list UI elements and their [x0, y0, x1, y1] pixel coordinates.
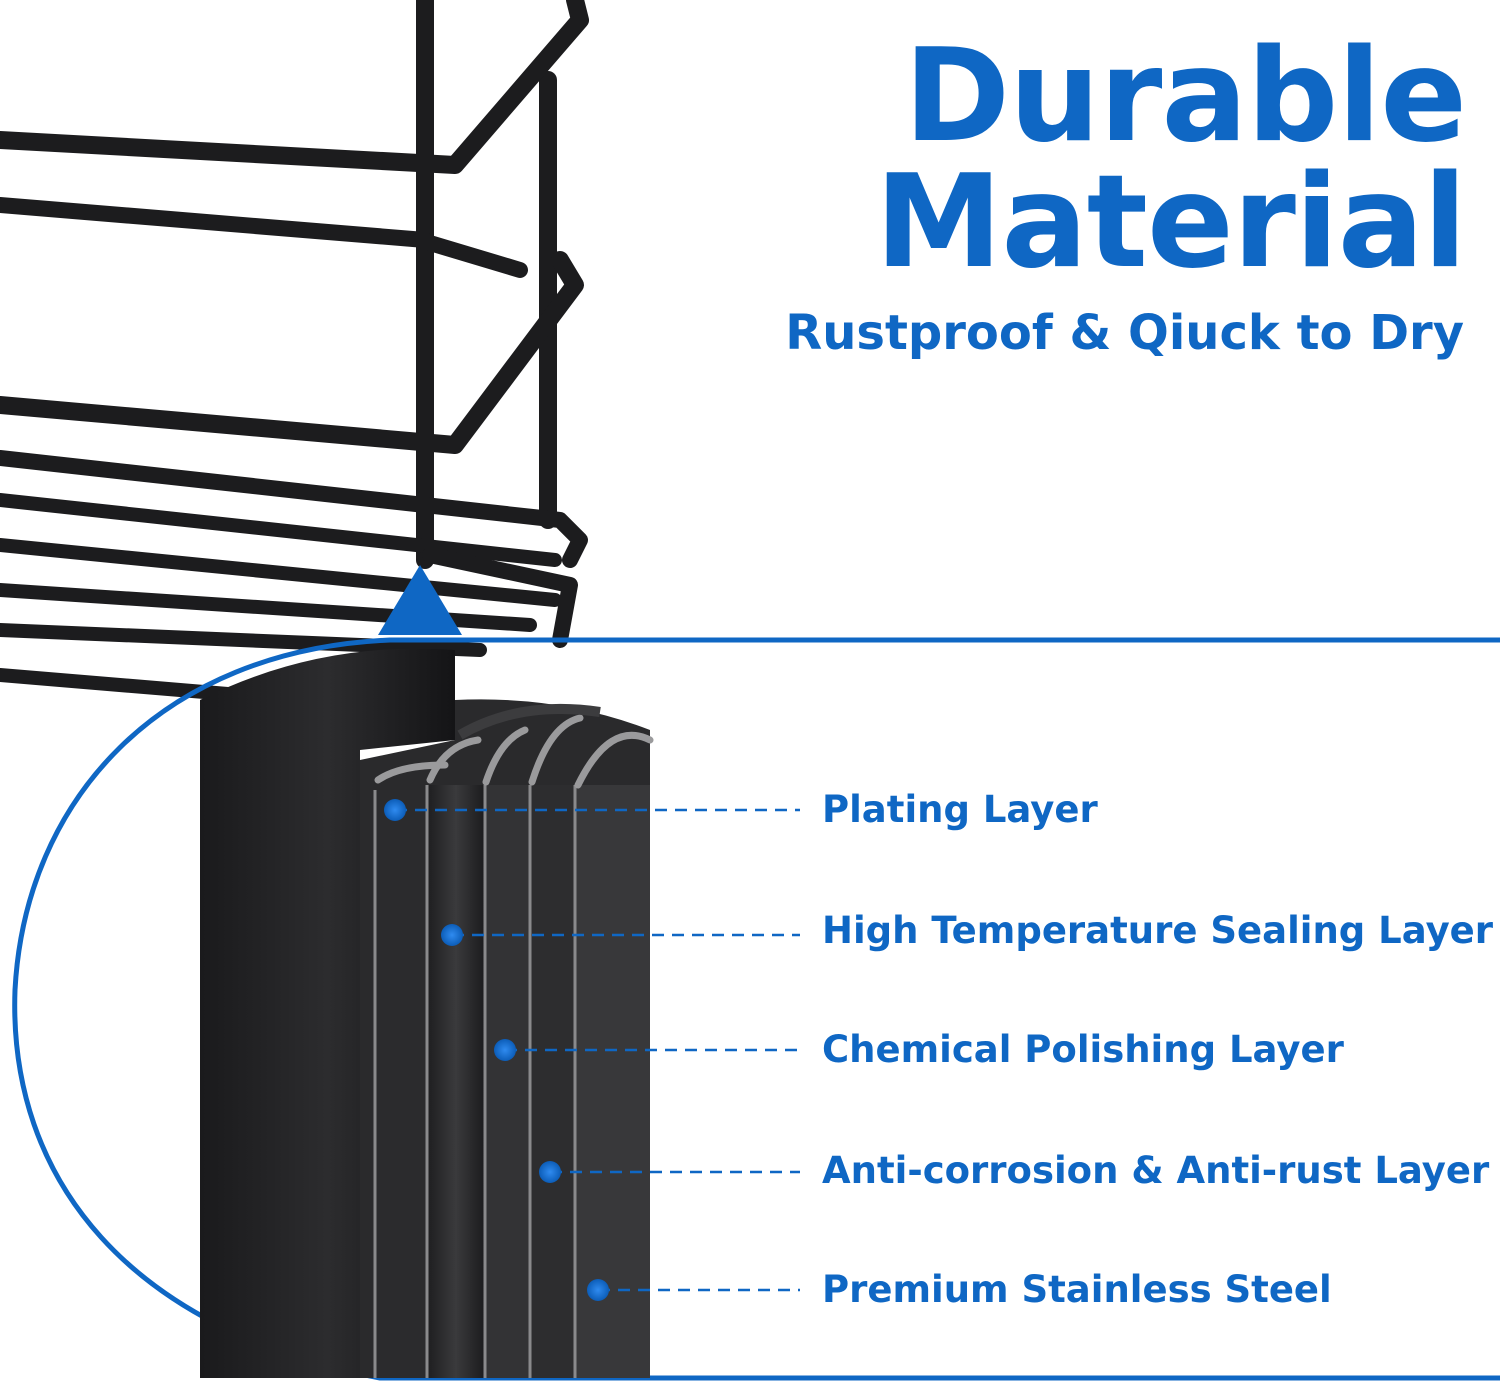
rod-cross-section: [200, 648, 654, 1378]
title-line-2: Material: [875, 148, 1467, 297]
layer-dot: [494, 1039, 516, 1061]
title-line-1: Durable: [903, 22, 1467, 171]
subtitle: Rustproof & Qiuck to Dry: [785, 305, 1464, 361]
leader-lines: [395, 808, 800, 1292]
pointer-triangle: [378, 565, 462, 635]
label-stainless-steel: Premium Stainless Steel: [822, 1268, 1332, 1311]
label-polishing-layer: Chemical Polishing Layer: [822, 1028, 1344, 1071]
label-sealing-layer: High Temperature Sealing Layer: [822, 909, 1494, 952]
label-anti-corrosion-layer: Anti-corrosion & Anti-rust Layer: [822, 1149, 1490, 1192]
callout-frame: [12, 637, 1500, 1381]
layer-dots: [384, 799, 609, 1301]
wire-basket-image: [0, 0, 589, 707]
layer-dot: [441, 924, 463, 946]
layer-dot: [587, 1279, 609, 1301]
layer-dot: [539, 1161, 561, 1183]
label-plating-layer: Plating Layer: [822, 788, 1098, 831]
layer-dot: [384, 799, 406, 821]
